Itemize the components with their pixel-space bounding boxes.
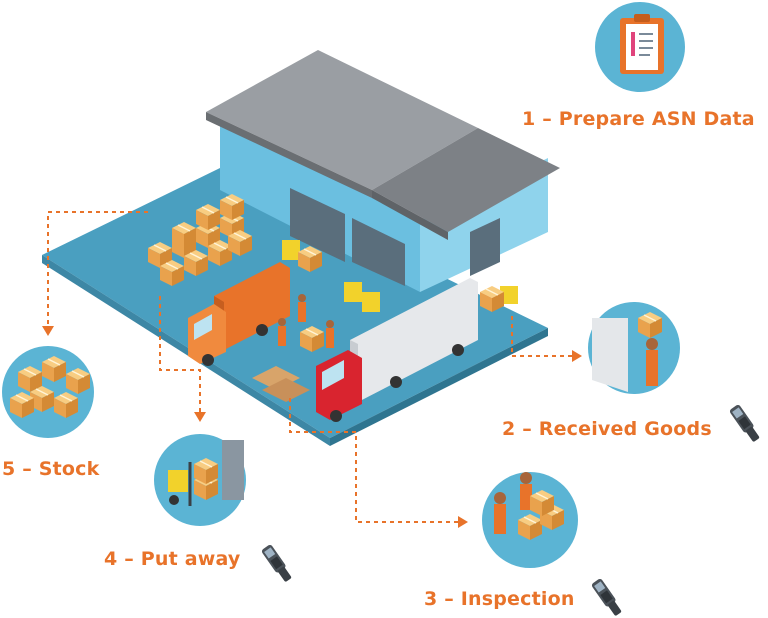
- step-5-circle: [2, 346, 94, 438]
- workers: [278, 294, 334, 353]
- forklifts: [282, 240, 518, 313]
- step-3-circle: [482, 472, 578, 568]
- arrow-heads: [42, 326, 582, 528]
- barcode-scanner-icon: [728, 403, 762, 444]
- barcode-scanner-icon: [260, 543, 294, 584]
- step-2-label: 2 – Received Goods: [502, 418, 712, 440]
- step-1-label: 1 – Prepare ASN Data: [522, 108, 755, 130]
- step-4-label: 4 – Put away: [104, 548, 241, 570]
- worker-carrying-box-icon: [637, 311, 663, 386]
- orange-truck: [188, 262, 290, 366]
- barcode-scanner-icon: [590, 577, 624, 618]
- step-4-circle: [154, 434, 246, 526]
- flow-arrows: [47, 211, 572, 523]
- workers-inspecting-boxes-icon: [494, 472, 565, 541]
- step-3-label: 3 – Inspection: [424, 588, 575, 610]
- forklift-icon: [168, 457, 219, 506]
- warehouse-ground: [42, 168, 548, 438]
- red-truck: [316, 278, 478, 422]
- step-2-circle: [588, 302, 680, 394]
- pallets: [252, 366, 310, 402]
- warehouse-building: [206, 50, 560, 292]
- clipboard-icon: [620, 14, 664, 74]
- step-5-label: 5 – Stock: [2, 458, 100, 480]
- step-1-circle: [595, 2, 685, 92]
- warehouse-roof: [206, 50, 478, 190]
